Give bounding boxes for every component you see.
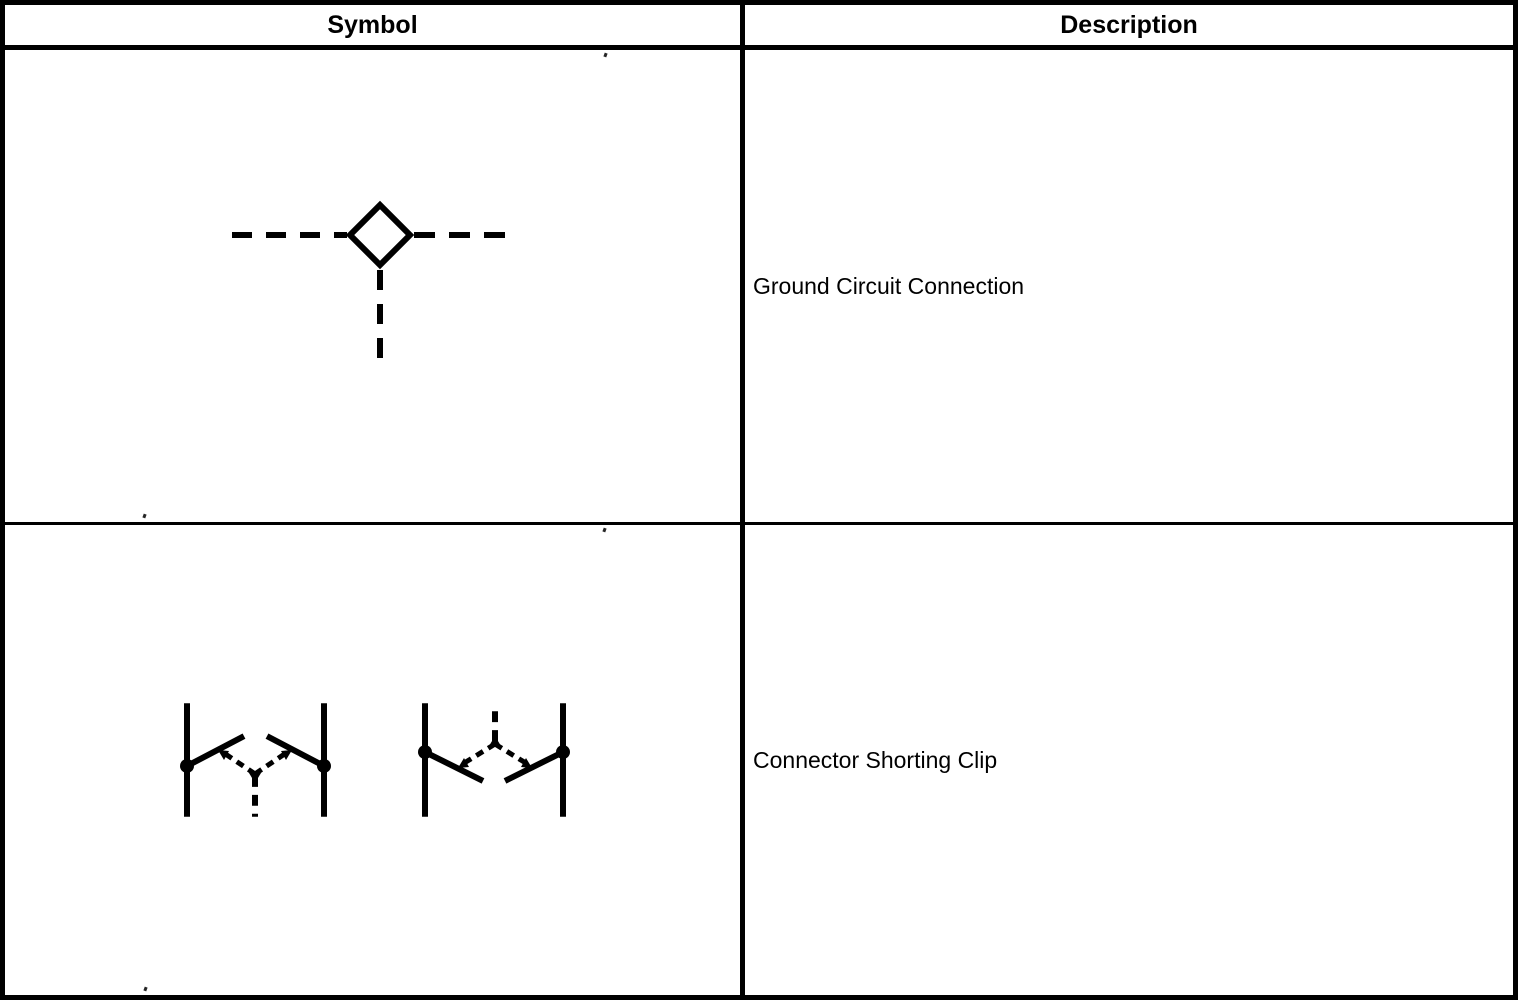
- description-connector-shorting-clip: Connector Shorting Clip: [745, 525, 1513, 995]
- connector-shorting-clip-drawing: [180, 703, 570, 817]
- description-ground-circuit-connection: Ground Circuit Connection: [745, 50, 1513, 525]
- shorting-clip-right-variant: [418, 703, 570, 817]
- column-header-symbol: Symbol: [5, 5, 745, 50]
- shorting-clip-left-variant: [180, 703, 331, 817]
- ground-circuit-connection-drawing: [232, 200, 517, 365]
- column-header-description: Description: [745, 5, 1513, 50]
- connector-shorting-clip-symbol: [5, 525, 745, 995]
- ground-circuit-connection-symbol: [5, 50, 745, 525]
